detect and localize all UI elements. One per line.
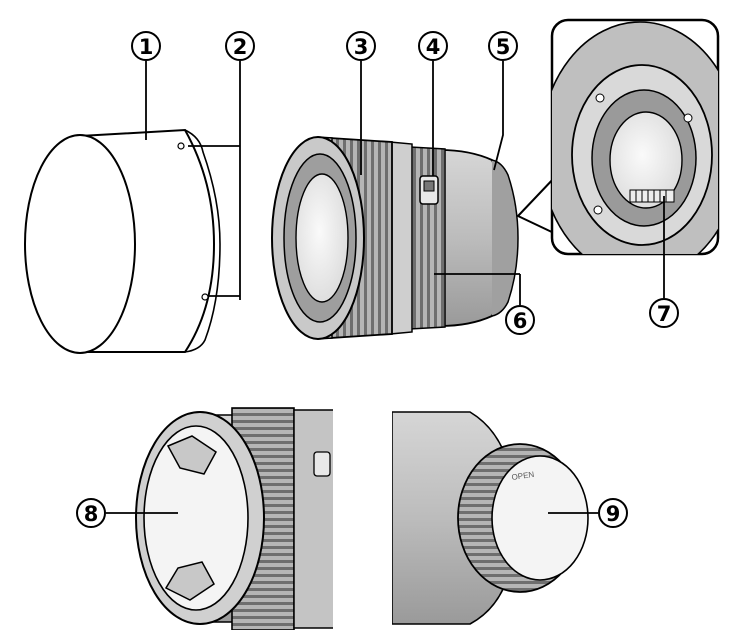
lens-side-view [271,136,519,340]
aperture-ring [409,146,446,330]
rear-cap-open-text: OPEN [511,470,535,482]
callout-3: 3 [346,31,376,61]
callout-5: 5 [488,31,518,61]
front-cap-view [135,407,333,630]
switch-bottom-left [313,451,331,477]
front-cap-face [143,425,249,611]
mount-screw-2 [593,205,603,215]
hood-front-opening [24,134,136,354]
leader-2 [188,61,241,300]
svg-text:5: 5 [496,35,511,59]
callout-1: 1 [131,31,161,61]
svg-text:6: 6 [513,309,528,333]
lens-mount-edge [491,159,519,317]
svg-text:1: 1 [139,35,154,59]
front-cap-pinch-bottom [164,561,215,601]
mount-screw-1 [595,93,605,103]
mount-screw-3 [683,113,693,123]
callout-9: 9 [598,498,628,528]
callout-8: 8 [76,498,106,528]
lens-hood [24,128,221,354]
leader-5 [493,61,504,171]
rear-cap-view: OPEN [392,411,589,625]
svg-text:7: 7 [657,302,672,326]
callout-2: 2 [225,31,255,61]
hood-index-dot-bottom [201,293,209,301]
lens-front-glass [295,173,349,303]
callout-7: 7 [649,298,679,328]
mount-contacts [629,189,675,203]
lens-mid-barrel [389,141,413,335]
callout-4: 4 [418,31,448,61]
callout-6: 6 [505,305,535,335]
svg-text:9: 9 [606,502,621,526]
front-cap-pinch-top [166,435,217,475]
rear-cap-face [491,455,589,581]
leader-lines [106,61,665,514]
svg-text:3: 3 [354,35,369,59]
svg-text:4: 4 [426,35,441,59]
inset-pointer [517,175,557,235]
hood-index-dot-top [177,142,185,150]
mount-rear-glass [609,111,683,209]
mid-ring-bottom-left [293,409,333,629]
mount-inset [517,18,720,256]
svg-text:2: 2 [233,35,248,59]
svg-text:8: 8 [84,502,99,526]
aperture-switch-knob [423,180,435,192]
